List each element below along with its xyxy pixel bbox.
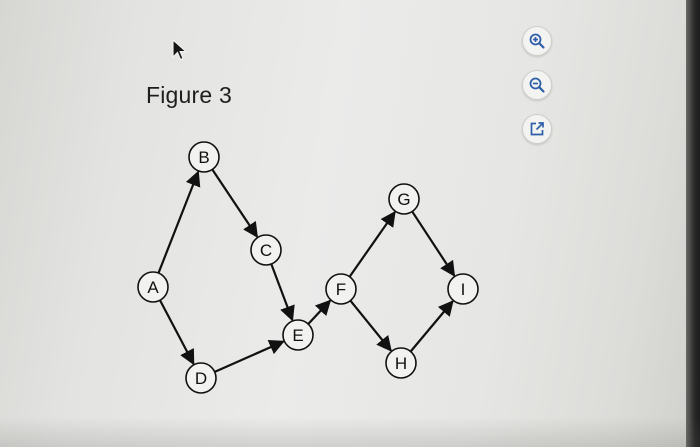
node-i: I (447, 273, 479, 305)
node-label: A (147, 278, 159, 297)
node-e: E (282, 319, 314, 351)
node-label: B (198, 148, 209, 167)
node-circle (447, 273, 479, 305)
nodes-layer: A B C D E F G H I (137, 141, 479, 394)
node-f: F (325, 273, 357, 305)
edge-a-b (157, 170, 201, 274)
node-a: A (137, 271, 169, 303)
node-label: C (260, 241, 272, 260)
edges-layer (157, 168, 456, 373)
open-external-button[interactable] (522, 114, 552, 144)
edge-a-d (159, 299, 195, 366)
edge-f-g (348, 210, 396, 278)
node-g: G (388, 183, 420, 215)
edge-f-h (349, 299, 392, 352)
zoom-out-icon (529, 77, 545, 93)
screen-shadow (0, 417, 700, 447)
cursor-arrow-icon (172, 38, 188, 61)
node-label: G (397, 190, 410, 209)
edge-c-e (270, 263, 295, 322)
edge-e-f (307, 299, 332, 325)
zoom-in-icon (529, 33, 545, 49)
node-label: D (195, 369, 207, 388)
node-circle (385, 347, 417, 379)
node-circle (282, 319, 314, 351)
screen-bezel (686, 0, 700, 447)
node-label: H (395, 354, 407, 373)
edge-d-e (214, 340, 285, 373)
zoom-out-button[interactable] (522, 70, 552, 100)
node-circle (188, 141, 220, 173)
node-h: H (385, 347, 417, 379)
edge-b-c (211, 168, 259, 238)
edge-g-i (411, 210, 456, 277)
node-b: B (188, 141, 220, 173)
node-circle (185, 362, 217, 394)
edge-h-i (409, 300, 454, 353)
open-external-icon (530, 122, 544, 136)
node-circle (250, 234, 282, 266)
node-circle (325, 273, 357, 305)
node-c: C (250, 234, 282, 266)
node-label: F (336, 280, 346, 299)
node-label: I (461, 280, 466, 299)
zoom-in-button[interactable] (522, 26, 552, 56)
figure-title: Figure 3 (146, 82, 232, 108)
node-d: D (185, 362, 217, 394)
node-circle (388, 183, 420, 215)
node-circle (137, 271, 169, 303)
node-label: E (292, 326, 303, 345)
